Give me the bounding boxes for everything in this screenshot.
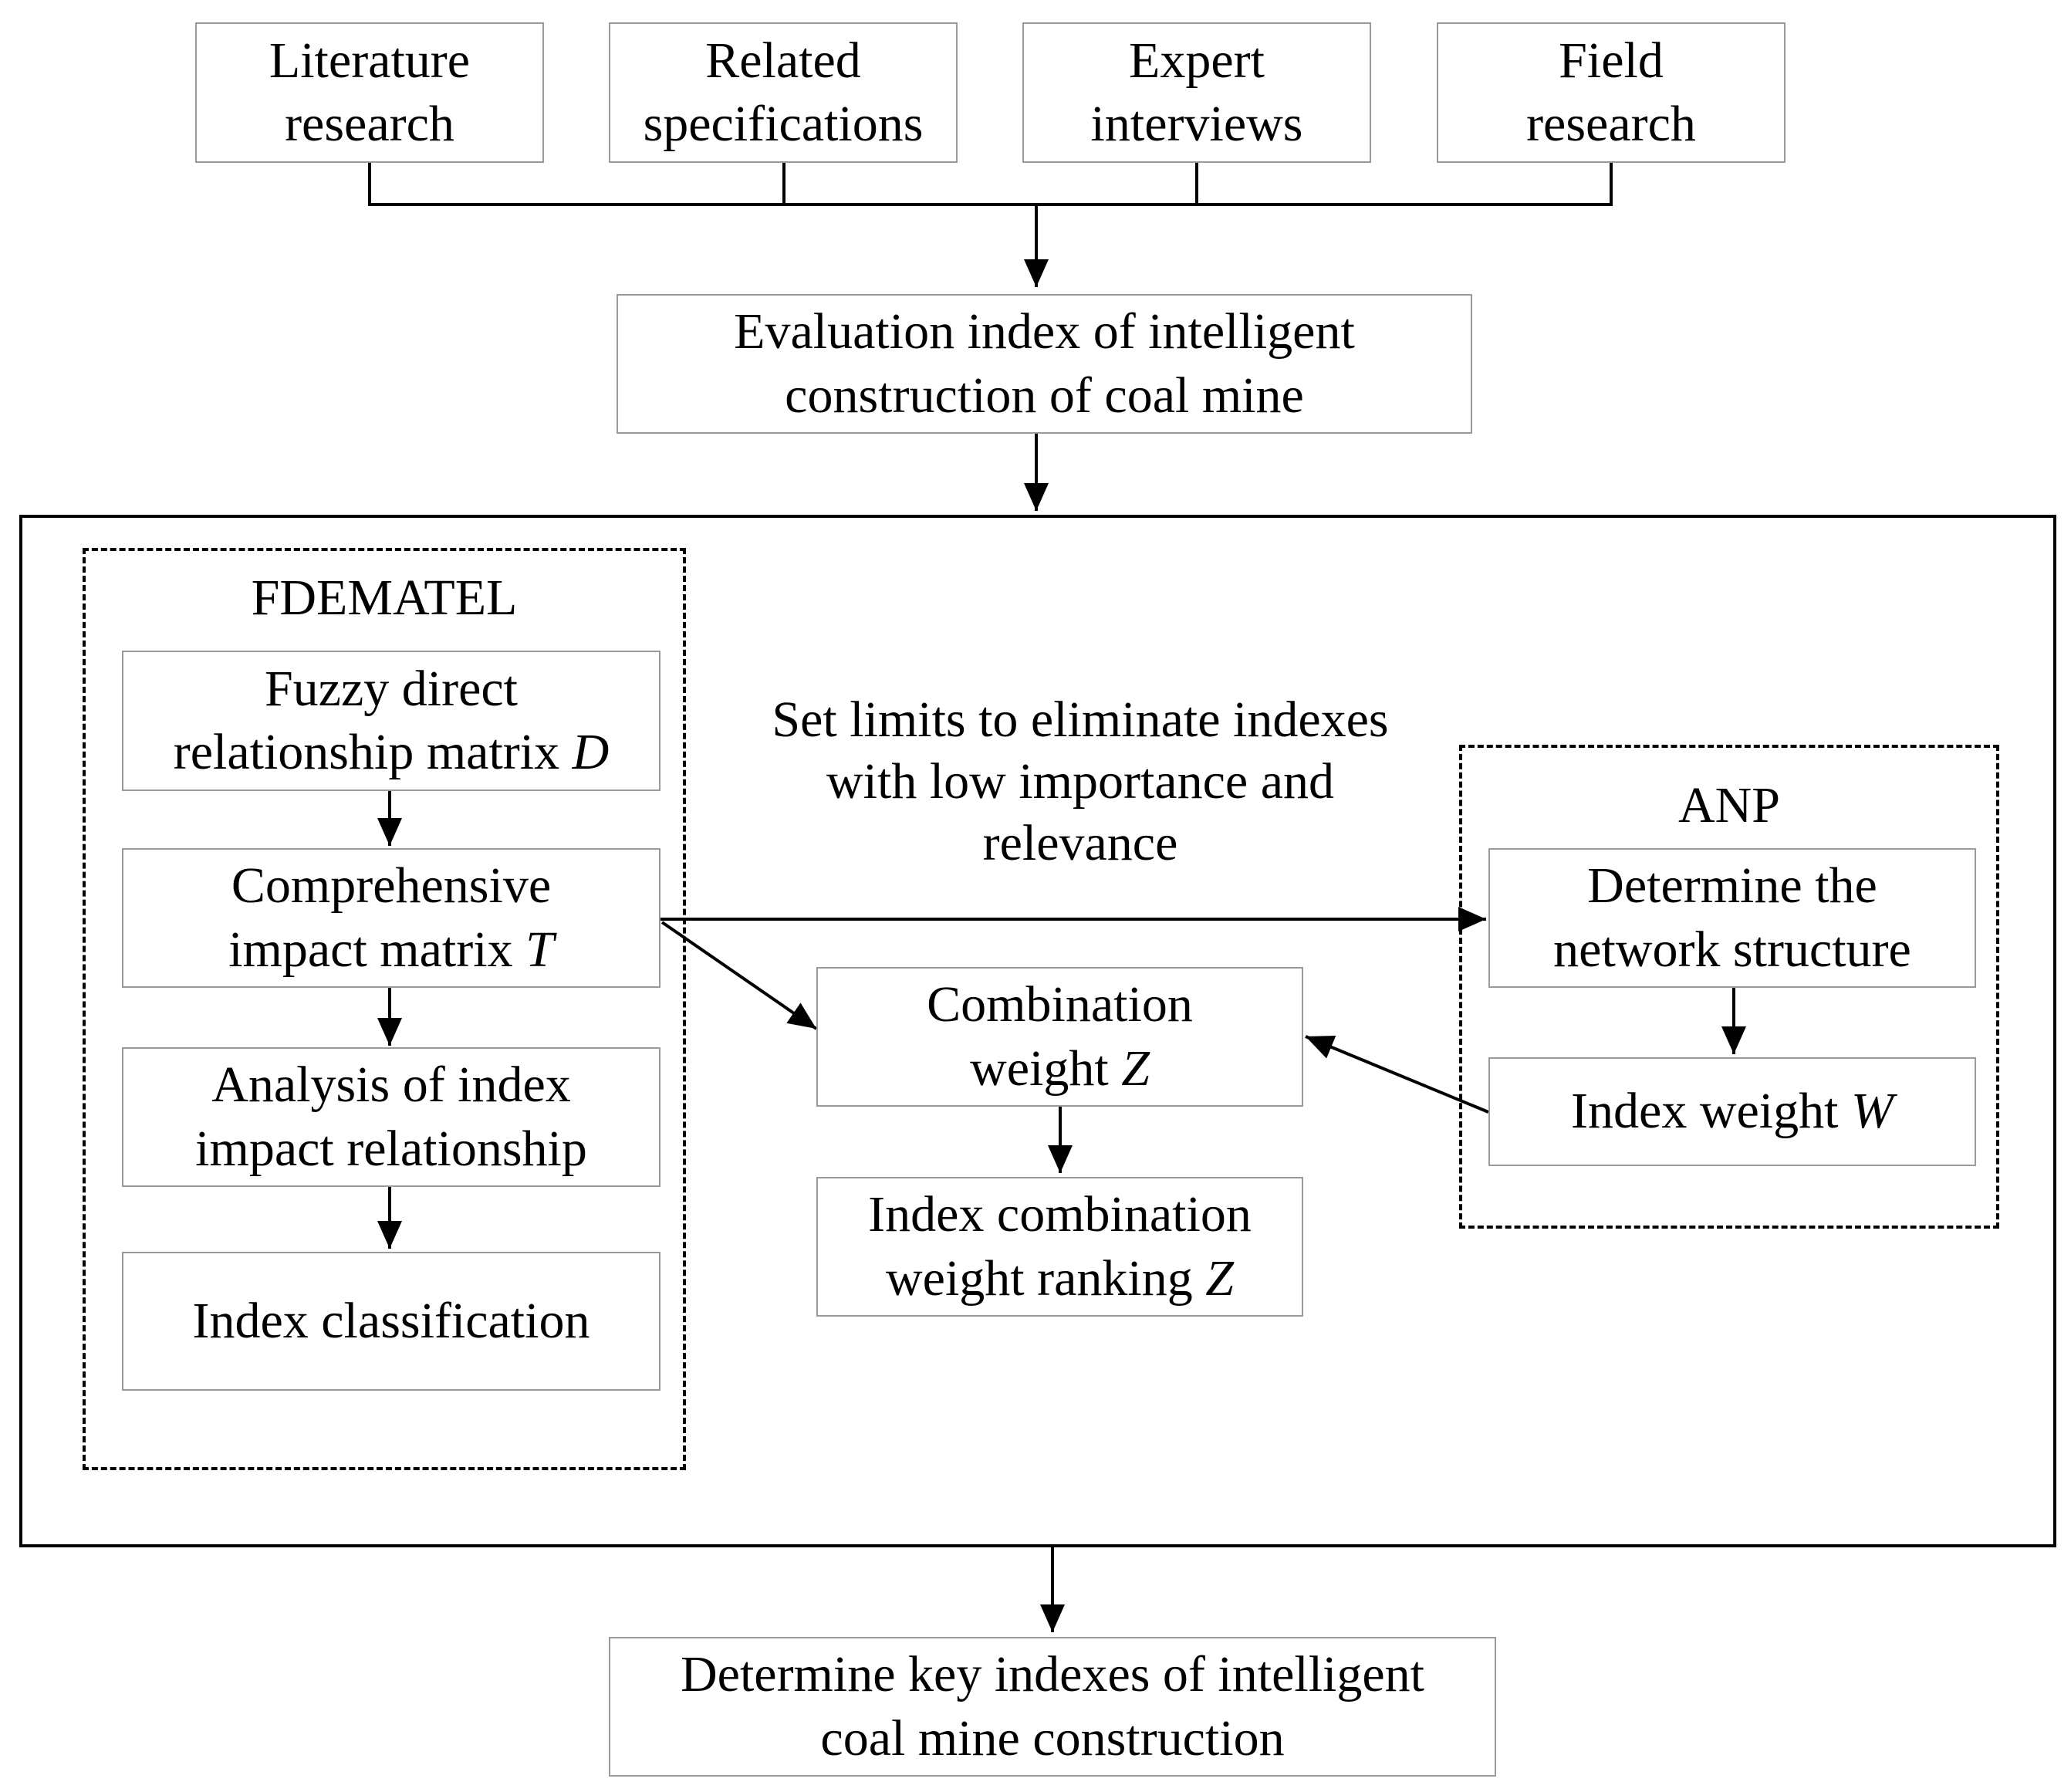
source-box-literature: Literature research <box>195 22 544 163</box>
comprehensive-matrix-variable: T <box>525 921 554 978</box>
fdematel-title: FDEMATEL <box>251 570 518 626</box>
source-box-interviews: Expert interviews <box>1022 22 1371 163</box>
combination-weight-label: weight <box>970 1040 1122 1097</box>
ranking-line2: weight ranking Z <box>886 1247 1234 1311</box>
key-indexes-line1: Determine key indexes of intelligent <box>680 1646 1425 1702</box>
arrow-comprehensive-to-combination <box>660 921 818 1030</box>
index-weight-label: Index weight <box>1571 1083 1851 1140</box>
anp-title: ANP <box>1677 777 1781 833</box>
network-structure-box: Determine the network structure <box>1488 848 1976 988</box>
comprehensive-matrix-line1: Comprehensive <box>231 857 552 914</box>
source-box-specifications: Related specifications <box>609 22 958 163</box>
fuzzy-matrix-box: Fuzzy direct relationship matrix D <box>122 651 660 791</box>
ranking-line1: Index combination <box>868 1186 1252 1243</box>
set-limits-line2: with low importance and <box>826 753 1334 810</box>
network-structure-line1: Determine the <box>1587 857 1877 914</box>
key-indexes-line2: coal mine construction <box>820 1709 1285 1767</box>
classification-text: Index classification <box>192 1292 590 1349</box>
anp-group <box>1459 745 1999 1229</box>
set-limits-label: Set limits to eliminate indexes with low… <box>694 689 1466 874</box>
method-frame <box>19 515 2056 1547</box>
set-limits-line1: Set limits to eliminate indexes <box>772 691 1389 748</box>
source-literature-line2: research <box>285 96 454 152</box>
comprehensive-matrix-box: Comprehensive impact matrix T <box>122 848 660 988</box>
network-structure-line2: network structure <box>1553 921 1911 978</box>
source-specifications-line2: specifications <box>643 96 924 152</box>
classification-box: Index classification <box>122 1252 660 1391</box>
ranking-variable: Z <box>1205 1249 1234 1307</box>
source-literature-line1: Literature <box>269 32 471 89</box>
index-weight-line: Index weight W <box>1571 1080 1894 1144</box>
analysis-line2: impact relationship <box>195 1120 587 1177</box>
fuzzy-matrix-line1: Fuzzy direct <box>264 660 519 717</box>
fuzzy-matrix-variable: D <box>572 724 610 780</box>
source-interviews-line2: interviews <box>1090 96 1303 152</box>
combination-weight-line2: weight Z <box>970 1037 1150 1101</box>
set-limits-line3: relevance <box>982 815 1178 871</box>
evaluation-index-box: Evaluation index of intelligent construc… <box>617 294 1472 434</box>
source-interviews-line1: Expert <box>1129 32 1265 89</box>
comprehensive-matrix-line2: impact matrix T <box>228 918 554 982</box>
combination-weight-line1: Combination <box>927 976 1193 1033</box>
source-box-field: Field research <box>1437 22 1786 163</box>
fdematel-group <box>83 548 686 1470</box>
fuzzy-matrix-line2: relationship matrix D <box>174 721 610 785</box>
source-field-line1: Field <box>1559 32 1664 89</box>
fuzzy-matrix-label: relationship matrix <box>173 724 573 780</box>
analysis-box: Analysis of index impact relationship <box>122 1047 660 1187</box>
evaluation-index-line1: Evaluation index of intelligent <box>734 303 1355 360</box>
evaluation-index-line2: construction of coal mine <box>785 367 1304 424</box>
index-weight-box: Index weight W <box>1488 1057 1976 1166</box>
comprehensive-matrix-label: impact matrix <box>228 921 526 978</box>
arrow-weight-to-combination <box>1305 1035 1489 1114</box>
index-weight-variable: W <box>1850 1083 1894 1140</box>
ranking-label: weight ranking <box>886 1249 1206 1307</box>
key-indexes-box: Determine key indexes of intelligent coa… <box>609 1637 1496 1777</box>
ranking-box: Index combination weight ranking Z <box>816 1177 1303 1317</box>
source-specifications-line1: Related <box>705 32 861 89</box>
combination-weight-box: Combination weight Z <box>816 967 1303 1107</box>
source-field-line2: research <box>1526 96 1696 152</box>
combination-weight-variable: Z <box>1121 1040 1150 1097</box>
analysis-line1: Analysis of index <box>211 1057 571 1113</box>
